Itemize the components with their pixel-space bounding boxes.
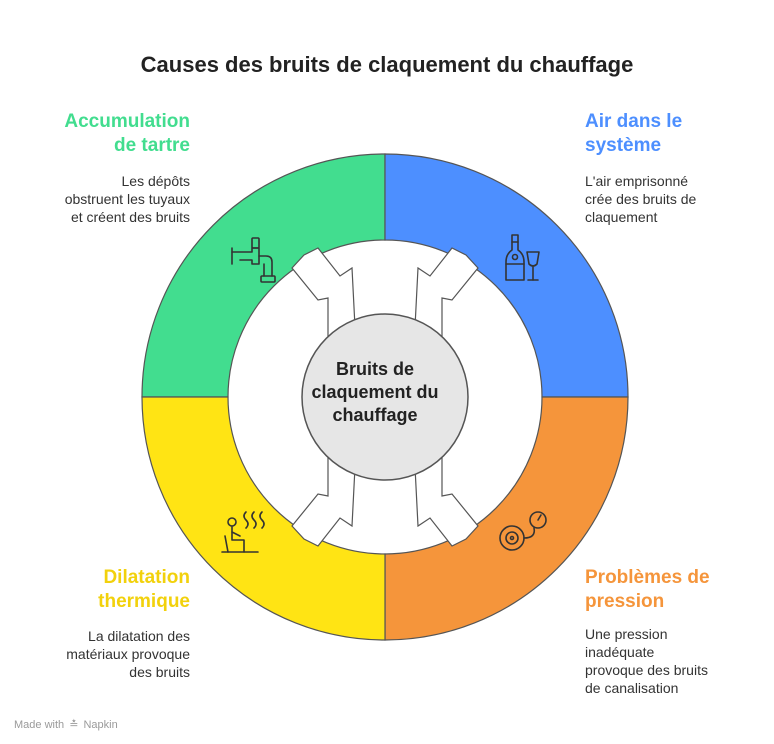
- desc-line: L'air emprisonné: [585, 173, 689, 189]
- arrow-top-left: [291, 247, 356, 340]
- desc-dilatation: La dilatation des matériaux provoque des…: [20, 627, 190, 681]
- desc-line: obstruent les tuyaux: [64, 191, 190, 207]
- arrow-bottom-left: [291, 454, 356, 547]
- heading-line: Problèmes de: [585, 567, 710, 588]
- center-circle: [301, 313, 469, 481]
- desc-pressure: Une pression inadéquate provoque des bru…: [585, 625, 765, 697]
- arrows: [291, 247, 479, 547]
- watermark[interactable]: Made with ≛ Napkin: [14, 718, 118, 731]
- desc-line: inadéquate: [585, 644, 655, 660]
- desc-line: provoque des bruits: [585, 662, 708, 678]
- desc-line: La dilatation des: [88, 628, 190, 644]
- heading-pressure: Problèmes de pression: [585, 566, 765, 614]
- desc-line: Une pression: [585, 626, 668, 642]
- desc-scale: Les dépôts obstruent les tuyaux et créen…: [20, 172, 190, 226]
- heading-line: de tartre: [113, 135, 190, 156]
- heading-line: Air dans le: [585, 111, 683, 132]
- napkin-logo-icon: ≛: [69, 719, 79, 731]
- arrow-bottom-right: [414, 454, 479, 547]
- desc-line: matériaux provoque: [66, 646, 190, 662]
- desc-line: des bruits: [129, 664, 190, 680]
- desc-line: de canalisation: [585, 680, 679, 696]
- desc-air: L'air emprisonné crée des bruits de claq…: [585, 172, 755, 226]
- center-label: Bruits de claquement du chauffage: [300, 358, 450, 427]
- heading-line: système: [585, 135, 662, 156]
- center-label-line: claquement du: [311, 382, 439, 402]
- center-label-line: Bruits de: [335, 359, 414, 379]
- desc-line: Les dépôts: [121, 173, 191, 189]
- heading-air: Air dans le système: [585, 110, 755, 158]
- arrow-top-right: [414, 247, 479, 340]
- watermark-brand: Napkin: [83, 719, 118, 731]
- watermark-prefix: Made with: [14, 719, 65, 731]
- desc-line: et créent des bruits: [70, 209, 190, 225]
- desc-line: crée des bruits de: [585, 191, 697, 207]
- pipe-icon: [231, 237, 276, 283]
- heading-line: pression: [585, 591, 665, 612]
- heading-line: Dilatation: [103, 567, 190, 588]
- center-label-line: chauffage: [332, 405, 418, 425]
- desc-line: claquement: [585, 209, 658, 225]
- heading-line: Accumulation: [64, 111, 190, 132]
- heading-scale: Accumulation de tartre: [30, 110, 190, 158]
- bottle-glass-icon: [505, 234, 540, 281]
- pressure-gauge-icon: [499, 511, 547, 551]
- segment-pressure[interactable]: [384, 396, 629, 641]
- person-heat-icon: [221, 511, 265, 553]
- heading-dilatation: Dilatation thermique: [30, 566, 190, 614]
- heading-line: thermique: [98, 591, 190, 612]
- page-title: Causes des bruits de claquement du chauf…: [140, 52, 634, 77]
